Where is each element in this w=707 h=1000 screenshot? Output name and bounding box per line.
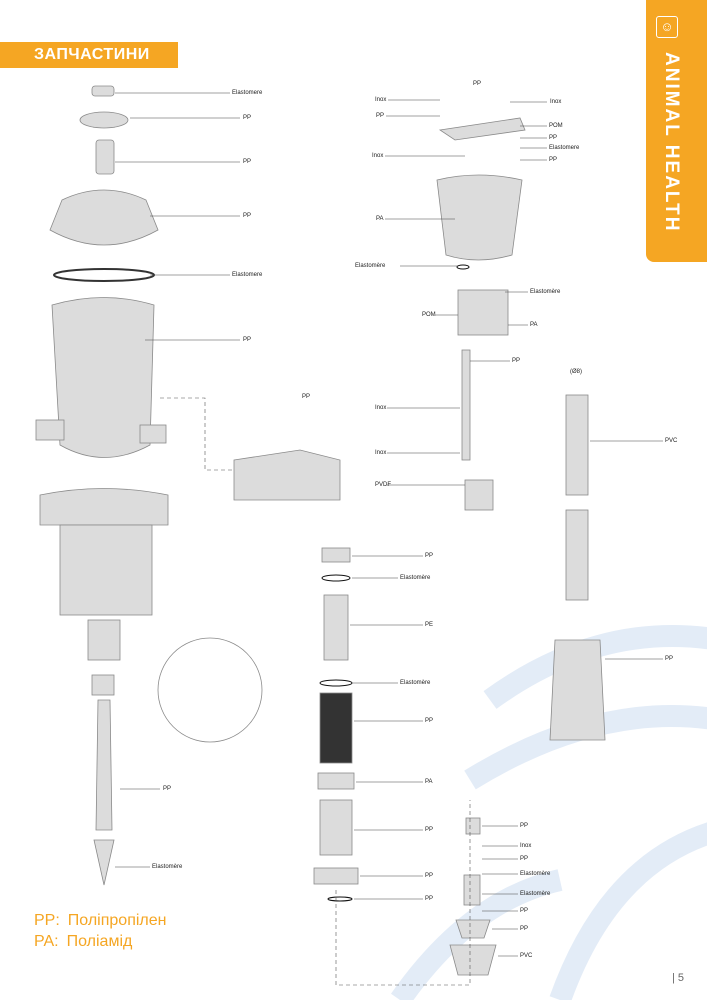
- part-material-label: PP: [302, 394, 311, 400]
- part-material-label: PP: [512, 358, 521, 364]
- part-material-label: POM: [549, 123, 563, 129]
- part-material-label: PVDF: [375, 482, 392, 488]
- legend-code: PP:: [34, 912, 60, 929]
- part-cylinder-pa: [436, 174, 523, 261]
- part-plunger-tip: [93, 839, 115, 886]
- brand-side-tab: [646, 0, 707, 262]
- part-material-label: Elastomère: [152, 864, 183, 870]
- part-connector: [87, 619, 121, 661]
- assembly-guides: [160, 397, 471, 986]
- part-pa-ring: [317, 772, 355, 790]
- part-pe-sleeve: [323, 594, 349, 661]
- part-material-label: Inox: [375, 97, 387, 103]
- part-pvc-tube-lower: [565, 509, 589, 601]
- legend-code: PA:: [34, 933, 59, 950]
- animal-head-icon: ☺: [656, 16, 678, 38]
- part-material-label: PP: [425, 827, 434, 833]
- page-title: ЗАПЧАСТИНИ: [34, 46, 150, 63]
- part-material-label: Elastomere: [232, 90, 263, 96]
- part-main-body: [51, 297, 155, 458]
- part-inlet: [35, 419, 65, 441]
- part-material-label: Inox: [375, 450, 387, 456]
- part-material-label: PP: [243, 337, 252, 343]
- part-cage: [319, 799, 353, 856]
- part-material-label: Elastomère: [355, 263, 386, 269]
- section-title-bar: [0, 42, 178, 68]
- part-material-label: PE: [425, 622, 434, 628]
- part-outlet: [139, 424, 167, 444]
- part-material-label: PP: [425, 553, 434, 559]
- part-material-label: PP: [425, 896, 434, 902]
- part-material-label: PP: [520, 856, 529, 862]
- part-nut: [91, 674, 115, 696]
- detail-circle: [157, 637, 263, 743]
- page-number: | 5: [672, 972, 685, 984]
- part-cap-seal: [91, 85, 115, 97]
- legend-pa: PA: Поліамід: [34, 933, 132, 951]
- part-material-label: PP: [520, 926, 529, 932]
- part-material-label: POM: [422, 312, 436, 318]
- legend-text: Поліпропілен: [67, 912, 167, 929]
- part-small-cap: [465, 817, 481, 835]
- part-material-label: Inox: [520, 843, 532, 849]
- brand-name: ANIMAL HEALTH: [661, 52, 682, 233]
- part-cap: [321, 547, 351, 563]
- part-material-label: PVC: [520, 953, 533, 959]
- part-fitting: [95, 139, 115, 175]
- part-lower-body: [59, 524, 153, 616]
- part-material-label: Elastomère: [400, 680, 431, 686]
- part-pvc-bell: [449, 944, 497, 976]
- part-material-label: PP: [243, 213, 252, 219]
- part-material-label: PP: [243, 115, 252, 121]
- part-top-cover: [49, 189, 159, 246]
- part-valve-body: [463, 874, 481, 906]
- part-material-label: PP: [520, 823, 529, 829]
- part-o-ring: [53, 268, 155, 282]
- part-material-label: PP: [549, 157, 558, 163]
- part-material-label: PP: [665, 656, 674, 662]
- part-pvc-tube: [565, 394, 589, 496]
- legend-text: Поліамід: [66, 933, 133, 950]
- part-material-label: Elastomère: [520, 891, 551, 897]
- part-material-label: PP: [243, 159, 252, 165]
- part-nut-bottom: [313, 867, 359, 885]
- part-material-label: PP: [425, 873, 434, 879]
- part-material-label: PP: [163, 786, 172, 792]
- part-rod: [461, 349, 471, 461]
- part-nozzle: [455, 919, 491, 939]
- part-pom-block: [457, 289, 509, 336]
- part-plunger-rod: [95, 699, 113, 831]
- part-material-label: PA: [376, 216, 384, 222]
- part-lever: [438, 117, 526, 141]
- part-material-label: Elastomere: [549, 145, 580, 151]
- part-material-label: Elastomère: [530, 289, 561, 295]
- part-wall-bracket: [233, 449, 341, 501]
- part-material-label: PA: [530, 322, 538, 328]
- part-material-label: PA: [425, 779, 433, 785]
- part-material-label: PP: [425, 718, 434, 724]
- part-filter: [319, 692, 353, 764]
- part-material-label: Inox: [372, 153, 384, 159]
- part-strainer: [549, 639, 606, 741]
- part-material-label: PVC: [665, 438, 678, 444]
- leader-lines: [115, 92, 663, 957]
- part-material-label: Elastomère: [520, 871, 551, 877]
- part-material-label: Inox: [375, 405, 387, 411]
- part-pvdf-valve: [464, 479, 494, 511]
- part-material-label: PP: [520, 908, 529, 914]
- part-material-label: Elastomère: [400, 575, 431, 581]
- part-lower-flange: [39, 488, 169, 526]
- part-material-label: (Ø8): [570, 369, 582, 375]
- part-material-label: PP: [376, 113, 385, 119]
- part-material-label: PP: [473, 81, 482, 87]
- part-material-label: Inox: [550, 99, 562, 105]
- part-material-label: PP: [549, 135, 558, 141]
- part-ring: [79, 111, 129, 129]
- legend-pp: PP: Поліпропілен: [34, 912, 166, 930]
- part-material-label: Elastomere: [232, 272, 263, 278]
